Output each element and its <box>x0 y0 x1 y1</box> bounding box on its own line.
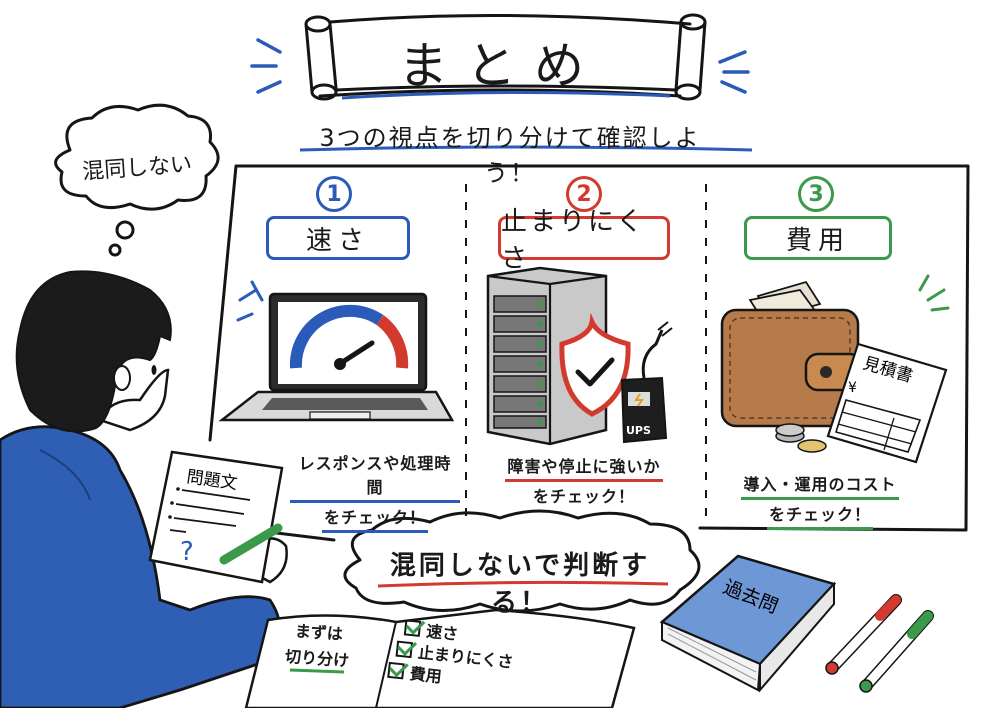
number-badge-2: 2 <box>566 176 602 212</box>
subtitle-underline <box>299 145 753 152</box>
number-badge-1: 1 <box>316 176 352 212</box>
past-exam-book <box>659 554 837 693</box>
column-reliability: 2 <box>566 176 602 212</box>
caption-speed: レスポンスや処理時間 をチェック！ <box>290 452 460 533</box>
caption-reliability-line1: 障害や停止に強いか <box>505 455 663 482</box>
yen-symbol: ¥ <box>848 380 857 396</box>
column-speed: 1 <box>316 176 352 212</box>
open-notebook <box>244 608 636 708</box>
notebook-checklist: 速さ 止まりにくさ 費用 <box>387 616 517 693</box>
notebook-left-page: まずは 切り分け <box>280 618 355 675</box>
checkbox-checked-icon <box>403 619 422 637</box>
estimate-document-icon <box>826 342 948 464</box>
thought-bubble <box>54 103 220 257</box>
scroll-banner <box>250 13 750 101</box>
notebook-line2: 切り分け <box>284 646 350 671</box>
caption-cost-line2: をチェック！ <box>766 503 873 530</box>
label-cost: 費用 <box>744 216 892 260</box>
column-cost: 3 <box>798 176 834 212</box>
shield-check-icon <box>559 312 631 417</box>
checkbox-checked-icon <box>387 661 405 680</box>
caption-cost: 導入・運用のコスト をチェック！ <box>722 470 918 530</box>
checkbox-checked-icon <box>395 640 414 659</box>
number-badge-3: 3 <box>798 176 834 212</box>
bottom-cloud-underline <box>377 580 669 588</box>
question-mark-icon: ? <box>180 537 194 567</box>
green-pen <box>219 523 283 565</box>
caption-speed-line1: レスポンスや処理時間 <box>290 452 460 503</box>
red-marker <box>825 594 902 675</box>
ups-illustration <box>620 321 673 444</box>
bottom-speech-cloud <box>343 509 701 613</box>
green-marker <box>859 610 934 693</box>
label-reliability: 止まりにくさ <box>498 207 670 274</box>
page-title: まとめ <box>398 37 602 95</box>
caption-reliability: 障害や停止に強いか をチェック！ <box>486 452 682 512</box>
checklist-label: 費用 <box>408 664 443 687</box>
caption-speed-line2: をチェック！ <box>321 506 428 533</box>
ups-label: UPS <box>626 424 651 437</box>
caption-cost-line1: 導入・運用のコスト <box>741 473 899 500</box>
laptop-speedometer-illustration <box>218 280 455 422</box>
bottom-cloud-text: 混同しないで判断する！ <box>389 551 651 618</box>
page-subtitle: 3つの視点を切り分けて確認しよう！ <box>319 124 701 187</box>
wallet-illustration <box>720 274 950 453</box>
label-speed: 速さ <box>266 216 410 260</box>
caption-reliability-line2: をチェック！ <box>532 487 635 506</box>
